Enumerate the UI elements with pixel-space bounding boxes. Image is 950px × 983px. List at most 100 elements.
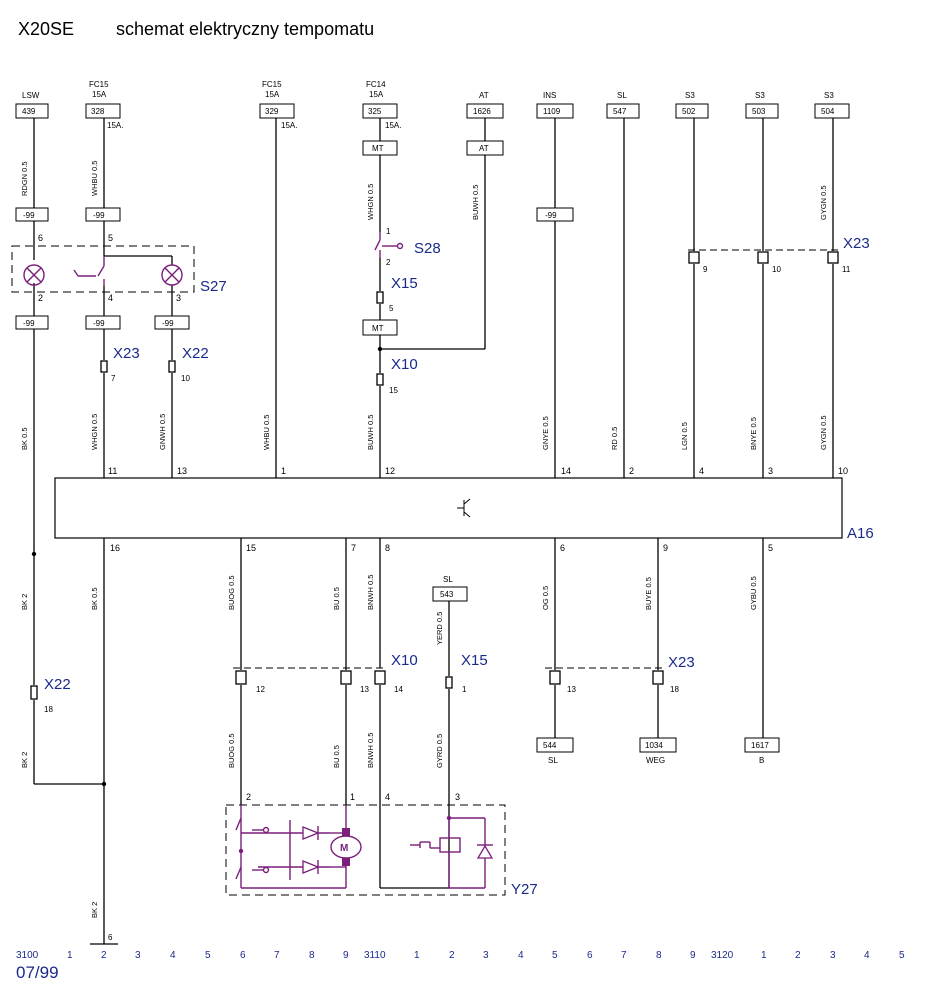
- svg-text:1617: 1617: [751, 741, 769, 750]
- supply-label: AT: [479, 91, 489, 100]
- supply-box-number: 547: [613, 107, 627, 116]
- svg-text:13: 13: [177, 466, 187, 476]
- svg-text:-99: -99: [93, 211, 105, 220]
- svg-text:BNYE 0.5: BNYE 0.5: [749, 417, 758, 450]
- svg-text:GYGN 0.5: GYGN 0.5: [819, 415, 828, 450]
- ground-pin: 6: [108, 933, 113, 942]
- svg-text:MT: MT: [372, 144, 384, 153]
- svg-text:4: 4: [108, 293, 113, 303]
- s28-label: S28: [414, 240, 441, 257]
- svg-text:15: 15: [389, 386, 398, 395]
- svg-text:-99: -99: [545, 211, 557, 220]
- s28-switch: 1 2: [374, 227, 404, 267]
- y27-actuator: 2 1 4 3 M: [225, 792, 506, 896]
- supply-box-number: 328: [91, 107, 105, 116]
- svg-text:10: 10: [838, 466, 848, 476]
- supply-box: [745, 103, 779, 119]
- svg-text:BNWH 0.5: BNWH 0.5: [366, 733, 375, 768]
- supply-box: [259, 103, 295, 119]
- svg-text:544: 544: [543, 741, 557, 750]
- svg-text:4: 4: [518, 950, 524, 961]
- svg-text:13: 13: [567, 685, 576, 694]
- x22-upper-label: X22: [182, 345, 209, 362]
- svg-text:GYRD 0.5: GYRD 0.5: [435, 734, 444, 768]
- svg-text:BU 0.5: BU 0.5: [332, 745, 341, 768]
- svg-text:GNWH 0.5: GNWH 0.5: [158, 414, 167, 450]
- svg-text:4: 4: [864, 950, 870, 961]
- svg-text:6: 6: [587, 950, 593, 961]
- svg-text:3: 3: [176, 293, 181, 303]
- supply-box-number: 504: [821, 107, 835, 116]
- svg-text:GYBU 0.5: GYBU 0.5: [749, 576, 758, 610]
- grid-ref: 3100: [16, 950, 39, 961]
- svg-text:3: 3: [455, 792, 460, 802]
- svg-text:6: 6: [240, 950, 246, 961]
- svg-text:8: 8: [385, 543, 390, 553]
- wires: [33, 118, 834, 945]
- svg-text:BK 0.5: BK 0.5: [90, 587, 99, 610]
- svg-text:-99: -99: [23, 211, 35, 220]
- svg-text:1: 1: [761, 950, 767, 961]
- svg-text:BUYE 0.5: BUYE 0.5: [644, 577, 653, 610]
- supply-label: FC15: [89, 80, 109, 89]
- svg-text:1034: 1034: [645, 741, 663, 750]
- svg-text:GYGN 0.5: GYGN 0.5: [819, 185, 828, 220]
- svg-text:3: 3: [768, 466, 773, 476]
- supply-label: FC15: [262, 80, 282, 89]
- svg-text:5: 5: [768, 543, 773, 553]
- svg-text:4: 4: [385, 792, 390, 802]
- svg-text:1: 1: [281, 466, 286, 476]
- supply-box-number: 1109: [543, 107, 561, 116]
- svg-text:8: 8: [309, 950, 315, 961]
- svg-text:9: 9: [343, 950, 349, 961]
- grid-ref: 3120: [711, 950, 734, 961]
- svg-text:WHGN 0.5: WHGN 0.5: [366, 184, 375, 220]
- x22-lower-label: X22: [44, 676, 71, 693]
- svg-text:BUWH 0.5: BUWH 0.5: [471, 185, 480, 220]
- svg-text:WEG: WEG: [646, 756, 665, 765]
- supply-box: [15, 103, 49, 119]
- svg-text:2: 2: [795, 950, 801, 961]
- svg-text:BUOG 0.5: BUOG 0.5: [227, 575, 236, 610]
- svg-text:1: 1: [414, 950, 420, 961]
- svg-text:5: 5: [389, 304, 394, 313]
- code-boxes: -99 -99 -99 -99 -99 -99 MT AT MT SL 543: [15, 140, 574, 602]
- svg-text:BK 2: BK 2: [90, 902, 99, 918]
- svg-text:14: 14: [394, 685, 403, 694]
- svg-text:2: 2: [101, 950, 107, 961]
- svg-text:SL: SL: [548, 756, 558, 765]
- svg-text:18: 18: [44, 705, 53, 714]
- supply-label: S3: [685, 91, 695, 100]
- svg-text:2: 2: [386, 258, 391, 267]
- top-supplies: LSW 439 FC15 15A 328 15A. FC15 15A 329 1…: [15, 80, 850, 130]
- a16-label: A16: [847, 525, 874, 542]
- svg-text:BK 2: BK 2: [20, 752, 29, 768]
- supply-box-number: 329: [265, 107, 279, 116]
- svg-text:8: 8: [656, 950, 662, 961]
- svg-text:6: 6: [560, 543, 565, 553]
- svg-text:12: 12: [256, 685, 265, 694]
- supply-label: FC14: [366, 80, 386, 89]
- svg-text:B: B: [759, 756, 764, 765]
- junction-dots: [31, 346, 452, 854]
- model-code: X20SE: [18, 19, 75, 39]
- svg-text:1: 1: [462, 685, 467, 694]
- svg-text:MT: MT: [372, 324, 384, 333]
- svg-text:BUWH 0.5: BUWH 0.5: [366, 415, 375, 450]
- x23-upper-left-label: X23: [113, 345, 140, 362]
- svg-text:BNWH 0.5: BNWH 0.5: [366, 575, 375, 610]
- svg-text:13: 13: [360, 685, 369, 694]
- svg-text:3: 3: [135, 950, 141, 961]
- svg-text:-99: -99: [162, 319, 174, 328]
- svg-text:1: 1: [67, 950, 73, 961]
- supply-rating: 15A.: [385, 121, 401, 130]
- svg-text:5: 5: [552, 950, 558, 961]
- svg-text:BK 0.5: BK 0.5: [20, 427, 29, 450]
- svg-text:6: 6: [38, 233, 43, 243]
- supply-box-number: 1626: [473, 107, 491, 116]
- supply-label: INS: [543, 91, 556, 100]
- s27-switch-assembly: 6 5 2 4 3: [11, 233, 195, 303]
- svg-text:2: 2: [629, 466, 634, 476]
- svg-text:OG 0.5: OG 0.5: [541, 586, 550, 610]
